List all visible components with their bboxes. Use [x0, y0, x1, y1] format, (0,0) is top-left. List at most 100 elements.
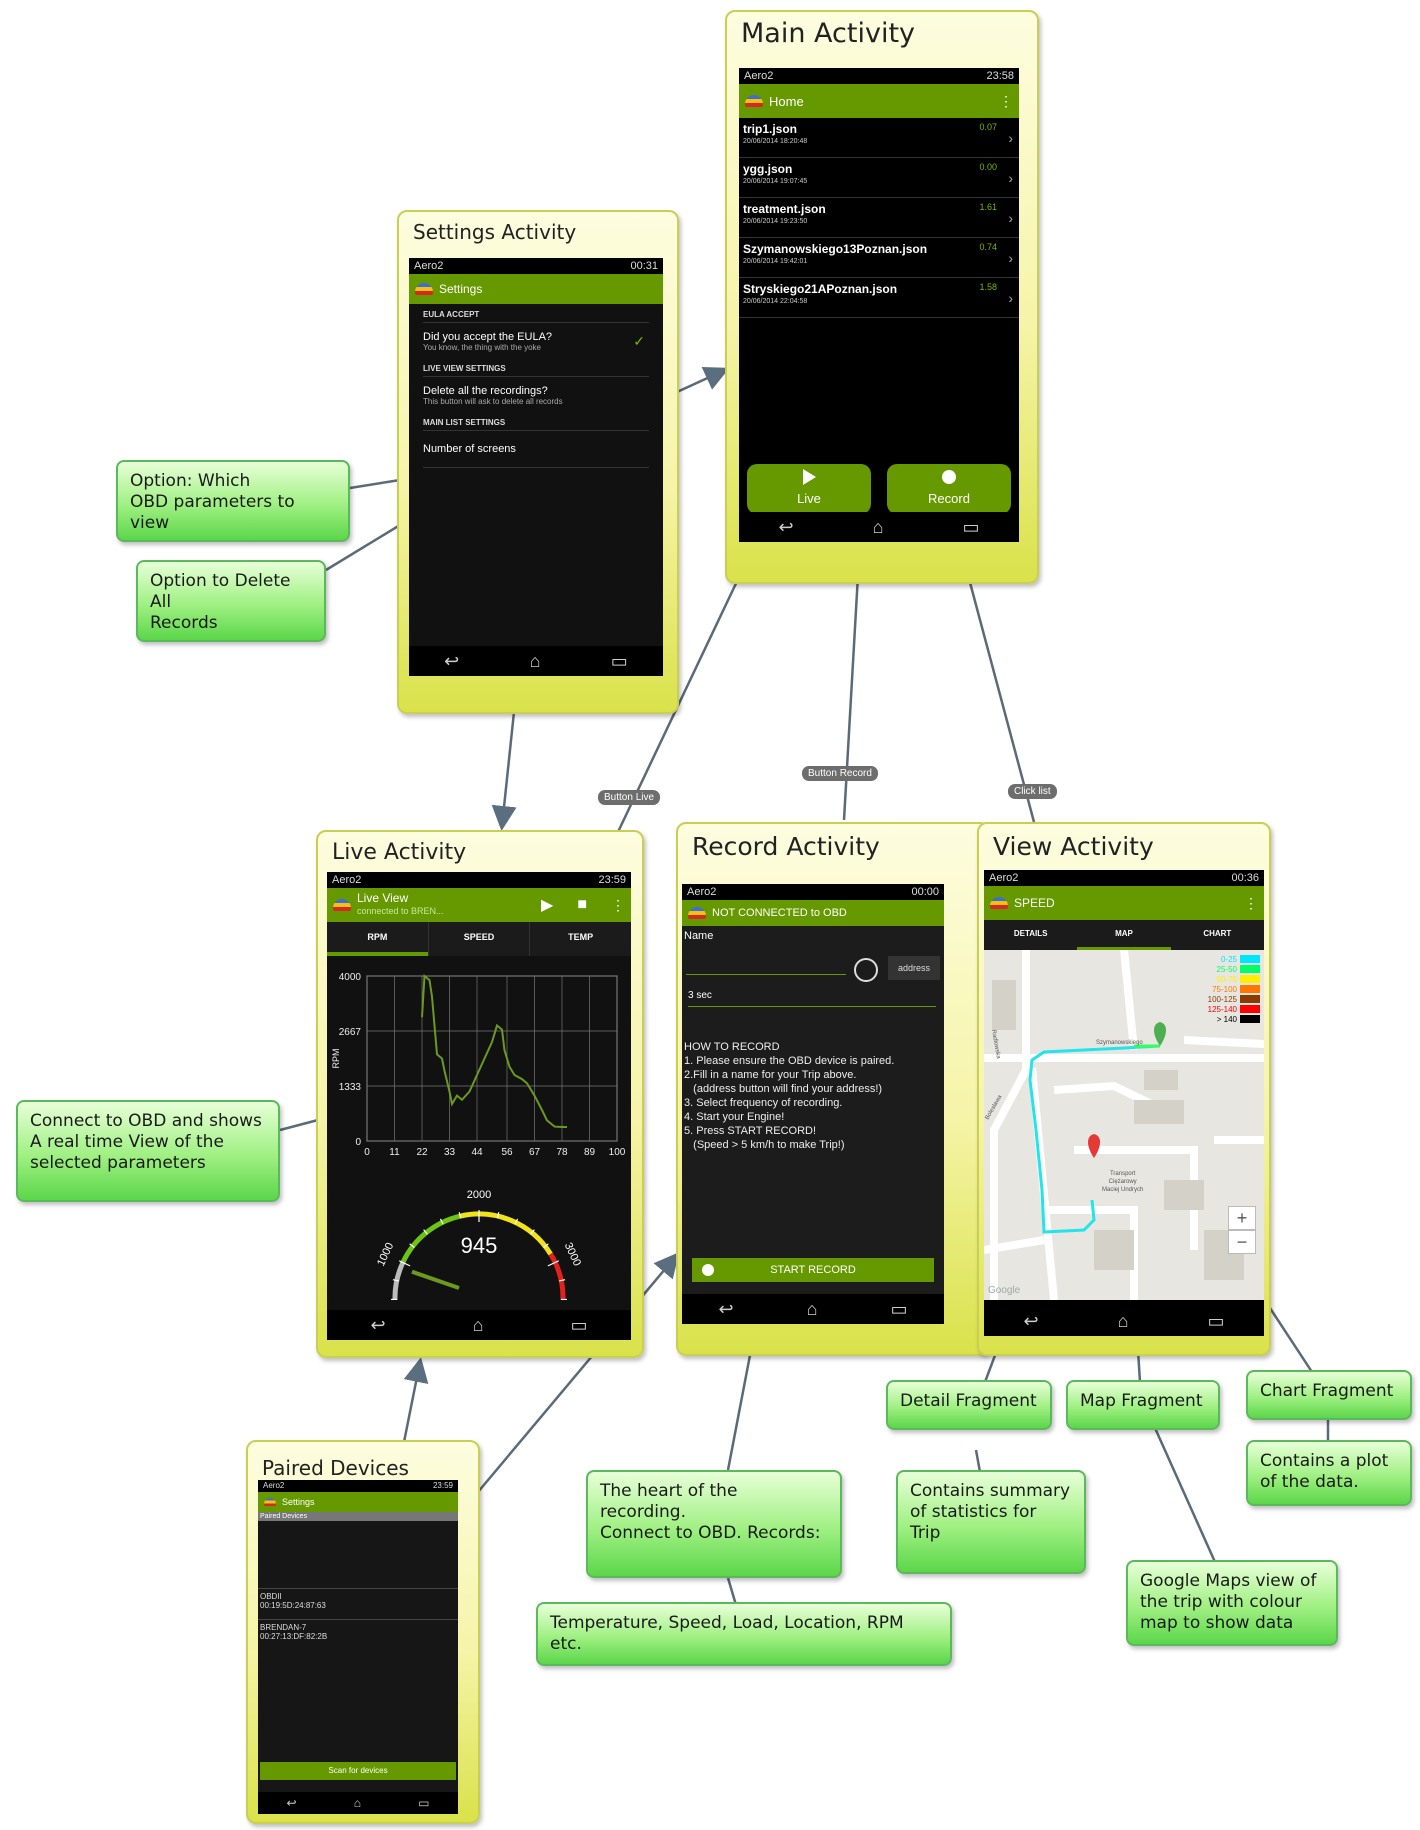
gauge-tick	[496, 1212, 500, 1219]
gauge-tick	[547, 1260, 560, 1267]
overflow-menu-icon[interactable]: ⋮	[1244, 894, 1258, 911]
home-icon[interactable]: ⌂	[1117, 1310, 1129, 1331]
chevron-right-icon: ›	[1008, 210, 1013, 226]
checkbox-checked-icon[interactable]: ✓	[633, 333, 645, 349]
map-roads: Szymanowskiego Radłowska Bolesława	[984, 950, 1264, 1300]
legend-swatch	[1240, 995, 1260, 1003]
trip-value: 0.74	[979, 242, 997, 252]
tab-details[interactable]: DETAILS	[1013, 929, 1048, 938]
record-button[interactable]: Record	[887, 464, 1011, 514]
action-bar: NOT CONNECTED to OBD	[682, 900, 944, 926]
recents-icon[interactable]: ▭	[962, 516, 980, 537]
back-icon[interactable]: ↩	[444, 650, 460, 671]
back-icon[interactable]: ↩	[778, 516, 794, 537]
gauge-tick	[398, 1260, 411, 1267]
x-tick-label: 11	[389, 1147, 400, 1158]
scan-button[interactable]: Scan for devices	[260, 1762, 456, 1780]
play-icon[interactable]: ▶	[541, 897, 554, 914]
back-icon[interactable]: ↩	[370, 1314, 386, 1335]
gauge-arc-green	[400, 1213, 461, 1264]
recents-icon[interactable]: ▭	[1207, 1310, 1225, 1331]
home-icon[interactable]: ⌂	[472, 1314, 484, 1335]
action-bar-title: Live View	[357, 891, 409, 905]
recents-icon[interactable]: ▭	[418, 1796, 430, 1810]
gauge-tick	[543, 1243, 549, 1248]
overflow-menu-icon[interactable]: ⋮	[611, 896, 625, 913]
home-icon[interactable]: ⌂	[529, 650, 541, 671]
edge-view-chart	[1266, 1304, 1314, 1373]
number-of-screens-item[interactable]: Number of screens	[423, 431, 649, 468]
legend-item: 100-125	[1208, 994, 1260, 1004]
overflow-menu-icon[interactable]: ⋮	[999, 92, 1013, 109]
clock: 23:59	[432, 1481, 453, 1490]
app-logo-icon	[745, 95, 763, 107]
home-icon[interactable]: ⌂	[806, 1298, 818, 1319]
home-icon[interactable]: ⌂	[353, 1796, 361, 1810]
delete-recordings-item[interactable]: Delete all the recordings? This button w…	[423, 377, 649, 414]
legend-swatch	[1240, 985, 1260, 993]
live-activity-title: Live Activity	[332, 840, 467, 865]
zoom-out-button[interactable]: −	[1228, 1230, 1256, 1254]
back-icon[interactable]: ↩	[286, 1796, 297, 1810]
recents-icon[interactable]: ▭	[570, 1314, 588, 1335]
map-view[interactable]: Szymanowskiego Radłowska Bolesława Trans…	[984, 950, 1264, 1300]
start-record-button[interactable]: START RECORD	[692, 1258, 934, 1282]
live-button-label: Live	[797, 491, 821, 506]
tab-rpm[interactable]: RPM	[327, 922, 428, 956]
tab-speed[interactable]: SPEED	[427, 922, 530, 956]
record-button-label: Record	[928, 491, 970, 506]
back-icon[interactable]: ↩	[718, 1298, 734, 1319]
stop-icon[interactable]: ■	[577, 896, 587, 913]
tab-temp[interactable]: TEMP	[529, 922, 631, 956]
edge-record-heart	[726, 1349, 753, 1471]
tab-map[interactable]: MAP	[1077, 920, 1171, 950]
zoom-in-button[interactable]: +	[1228, 1206, 1256, 1230]
name-input[interactable]	[686, 960, 846, 975]
live-button[interactable]: Live	[747, 464, 871, 514]
paired-devices-title: Paired Devices	[262, 1456, 409, 1480]
legend-swatch	[1240, 975, 1260, 983]
edge-label-button-live: Button Live	[598, 790, 661, 805]
edge-main-view	[966, 574, 1036, 823]
settings-activity-title: Settings Activity	[413, 220, 577, 244]
edge-delete-all	[325, 523, 401, 572]
clock: 23:59	[598, 874, 626, 886]
view-activity-title: View Activity	[993, 832, 1154, 861]
trip-value: 0.07	[979, 122, 997, 132]
trip-value: 1.58	[979, 282, 997, 292]
frequency-select[interactable]: 3 sec	[688, 990, 936, 1007]
note-detail-fragment: Detail Fragment	[886, 1380, 1052, 1430]
tab-chart[interactable]: CHART	[1203, 929, 1232, 938]
back-icon[interactable]: ↩	[1023, 1310, 1039, 1331]
action-bar-title: SPEED	[1014, 896, 1055, 910]
home-icon[interactable]: ⌂	[872, 516, 884, 537]
recents-icon[interactable]: ▭	[890, 1298, 908, 1319]
gauge-tick	[409, 1243, 415, 1248]
loading-spinner-icon	[854, 958, 878, 982]
eula-item[interactable]: Did you accept the EULA? You know, the t…	[423, 323, 649, 360]
recents-icon[interactable]: ▭	[610, 650, 628, 671]
section-live-view: LIVE VIEW SETTINGS	[423, 360, 649, 377]
legend-item: > 140	[1208, 1014, 1260, 1024]
legend-item: 125-140	[1208, 1004, 1260, 1014]
legend-swatch	[1240, 1005, 1260, 1013]
x-tick-label: 33	[444, 1147, 456, 1158]
address-button[interactable]: address	[888, 956, 940, 980]
trip-value: 1.61	[979, 202, 997, 212]
rpm-series-line	[421, 973, 567, 1128]
